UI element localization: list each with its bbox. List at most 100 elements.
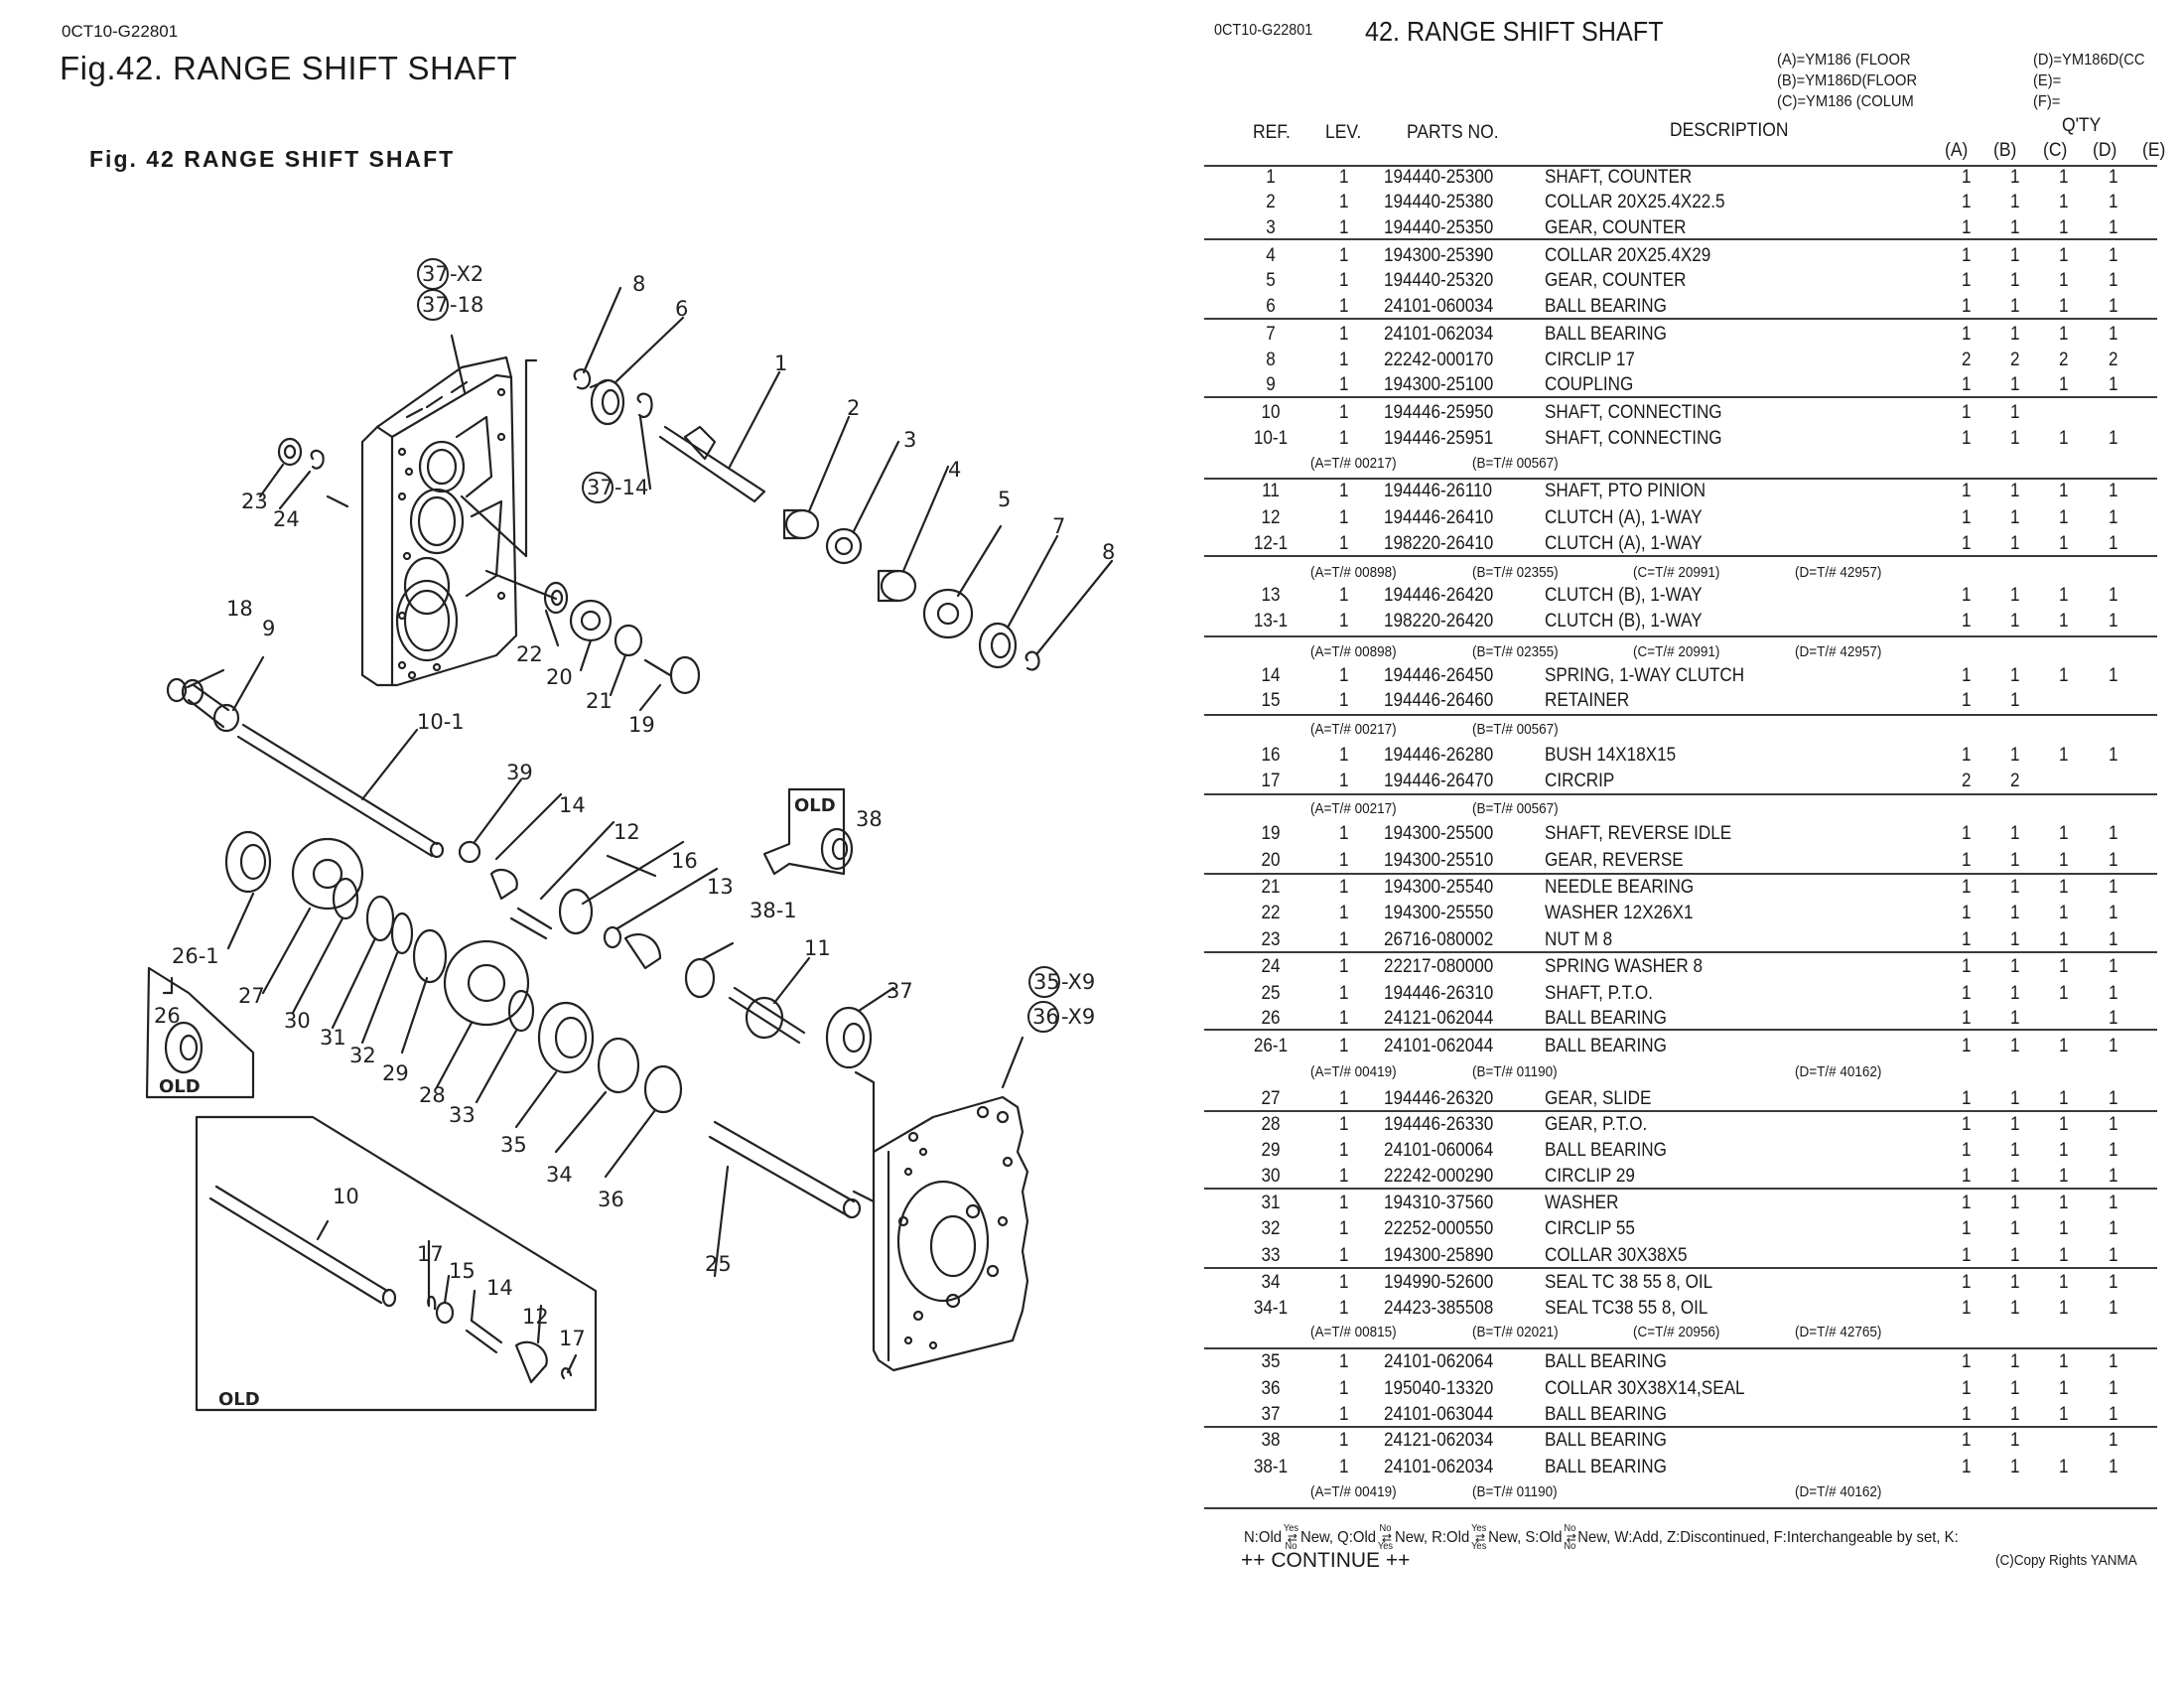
row-qty-c: 1 <box>2059 1088 2069 1109</box>
serial-note-a: (A=T/# 00217) <box>1310 455 1397 472</box>
row-ref: 10-1 <box>1253 428 1289 449</box>
row-qty-d: 1 <box>2109 1378 2118 1399</box>
serial-note-a: (A=T/# 00419) <box>1310 1483 1397 1500</box>
circled-37-num-a: 37 <box>422 262 449 286</box>
row-lev: 1 <box>1339 745 1349 766</box>
row-qty-b: 1 <box>2010 665 2020 686</box>
figure-title: Fig.42. RANGE SHIFT SHAFT <box>60 50 518 86</box>
row-qty-c: 1 <box>2059 850 2069 871</box>
circled-callouts <box>417 258 1060 1033</box>
row-qty-b: 1 <box>2010 1378 2020 1399</box>
row-qty-d: 2 <box>2109 350 2118 370</box>
row-description: COLLAR 20X25.4X29 <box>1545 245 1711 266</box>
legend-rest: W:Add, Z:Discontinued, F:Interchangeable… <box>1614 1528 1959 1546</box>
row-qty-b: 1 <box>2010 270 2020 291</box>
row-qty-a: 1 <box>1962 533 1972 554</box>
serial-note-c: (C=T/# 20991) <box>1633 643 1720 660</box>
legend-s-suffix: New, <box>1577 1528 1611 1546</box>
nut-washer <box>258 437 325 510</box>
row-qty-a: 1 <box>1962 877 1972 898</box>
row-description: CIRCRIP <box>1545 771 1615 791</box>
row-qty-c: 1 <box>2059 877 2069 898</box>
callout-32: 32 <box>349 1044 376 1067</box>
row-part-no: 194446-26280 <box>1384 745 1494 766</box>
serial-note-d: (D=T/# 42957) <box>1795 564 1882 581</box>
header-divider <box>1204 165 2157 167</box>
row-qty-b: 1 <box>2010 192 2020 212</box>
row-description: CLUTCH (A), 1-WAY <box>1545 507 1703 528</box>
row-part-no: 194446-26420 <box>1384 585 1494 606</box>
row-qty-b: 1 <box>2010 1166 2020 1187</box>
row-ref: 35 <box>1261 1351 1281 1372</box>
row-qty-a: 1 <box>1962 1298 1972 1319</box>
row-part-no: 194446-26470 <box>1384 771 1494 791</box>
callout-7: 7 <box>1052 514 1065 538</box>
row-qty-d: 1 <box>2109 1351 2118 1372</box>
row-ref: 6 <box>1266 296 1276 317</box>
row-description: SHAFT, REVERSE IDLE <box>1545 823 1732 844</box>
row-qty-c: 1 <box>2059 1351 2069 1372</box>
row-ref: 5 <box>1266 270 1276 291</box>
row-qty-c: 1 <box>2059 1166 2069 1187</box>
row-qty-d: 1 <box>2109 481 2118 501</box>
callout-28: 28 <box>419 1083 446 1107</box>
row-qty-b: 1 <box>2010 690 2020 711</box>
col-qty: Q'TY <box>2062 115 2102 136</box>
serial-note-a: (A=T/# 00217) <box>1310 721 1397 738</box>
row-qty-d: 1 <box>2109 1193 2118 1213</box>
row-lev: 1 <box>1339 823 1349 844</box>
row-qty-a: 1 <box>1962 956 1972 977</box>
row-qty-b: 1 <box>2010 167 2020 188</box>
circled-36-num: 36 <box>1032 1005 1059 1029</box>
row-part-no: 194300-25100 <box>1384 374 1494 395</box>
model-d: (D)=YM186D(CC <box>2033 52 2145 69</box>
row-qty-d: 1 <box>2109 1430 2118 1451</box>
row-qty-a: 1 <box>1962 665 1972 686</box>
serial-note-c: (C=T/# 20991) <box>1633 564 1720 581</box>
row-qty-d: 1 <box>2109 850 2118 871</box>
row-qty-c: 1 <box>2059 929 2069 950</box>
row-qty-c: 1 <box>2059 983 2069 1004</box>
row-description: SEAL TC 38 55 8, OIL <box>1545 1272 1713 1293</box>
row-lev: 1 <box>1339 481 1349 501</box>
row-lev: 1 <box>1339 611 1349 632</box>
callout-37: 37 <box>887 979 913 1003</box>
callout-31: 31 <box>320 1026 346 1050</box>
doc-code-left: 0CT10-G22801 <box>62 22 179 41</box>
row-part-no: 194990-52600 <box>1384 1272 1494 1293</box>
circled-37-suffix-c: -14 <box>614 476 648 499</box>
row-qty-d: 1 <box>2109 903 2118 923</box>
row-qty-d: 1 <box>2109 745 2118 766</box>
row-qty-a: 1 <box>1962 217 1972 238</box>
row-qty-c: 1 <box>2059 217 2069 238</box>
row-qty-a: 2 <box>1962 350 1972 370</box>
group-divider <box>1204 396 2157 398</box>
double-arrow-icon: ⇄ <box>1474 1530 1485 1545</box>
row-qty-b: 1 <box>2010 1193 2020 1213</box>
callout-26-1: 26-1 <box>172 944 219 968</box>
row-lev: 1 <box>1339 850 1349 871</box>
row-description: GEAR, SLIDE <box>1545 1088 1652 1109</box>
row-description: COLLAR 30X38X5 <box>1545 1245 1688 1266</box>
row-qty-b: 1 <box>2010 533 2020 554</box>
model-c: (C)=YM186 (COLUM <box>1777 93 1914 110</box>
row-lev: 1 <box>1339 1193 1349 1213</box>
row-ref: 26 <box>1261 1008 1281 1029</box>
row-lev: 1 <box>1339 296 1349 317</box>
row-qty-d: 1 <box>2109 428 2118 449</box>
row-lev: 1 <box>1339 507 1349 528</box>
callout-12: 12 <box>614 820 640 844</box>
legend-n-arrow: Yes⇄No <box>1284 1524 1298 1552</box>
row-part-no: 194446-26450 <box>1384 665 1494 686</box>
row-description: SHAFT, P.T.O. <box>1545 983 1653 1004</box>
parts-list-title: 42. RANGE SHIFT SHAFT <box>1365 16 1664 47</box>
row-description: GEAR, REVERSE <box>1545 850 1684 871</box>
row-qty-b: 2 <box>2010 771 2020 791</box>
row-ref: 29 <box>1261 1140 1281 1161</box>
row-ref: 16 <box>1261 745 1281 766</box>
row-part-no: 194446-26110 <box>1384 481 1493 501</box>
row-qty-b: 1 <box>2010 611 2020 632</box>
row-part-no: 24101-062044 <box>1384 1036 1494 1056</box>
row-qty-a: 1 <box>1962 167 1972 188</box>
row-description: SEAL TC38 55 8, OIL <box>1545 1298 1708 1319</box>
